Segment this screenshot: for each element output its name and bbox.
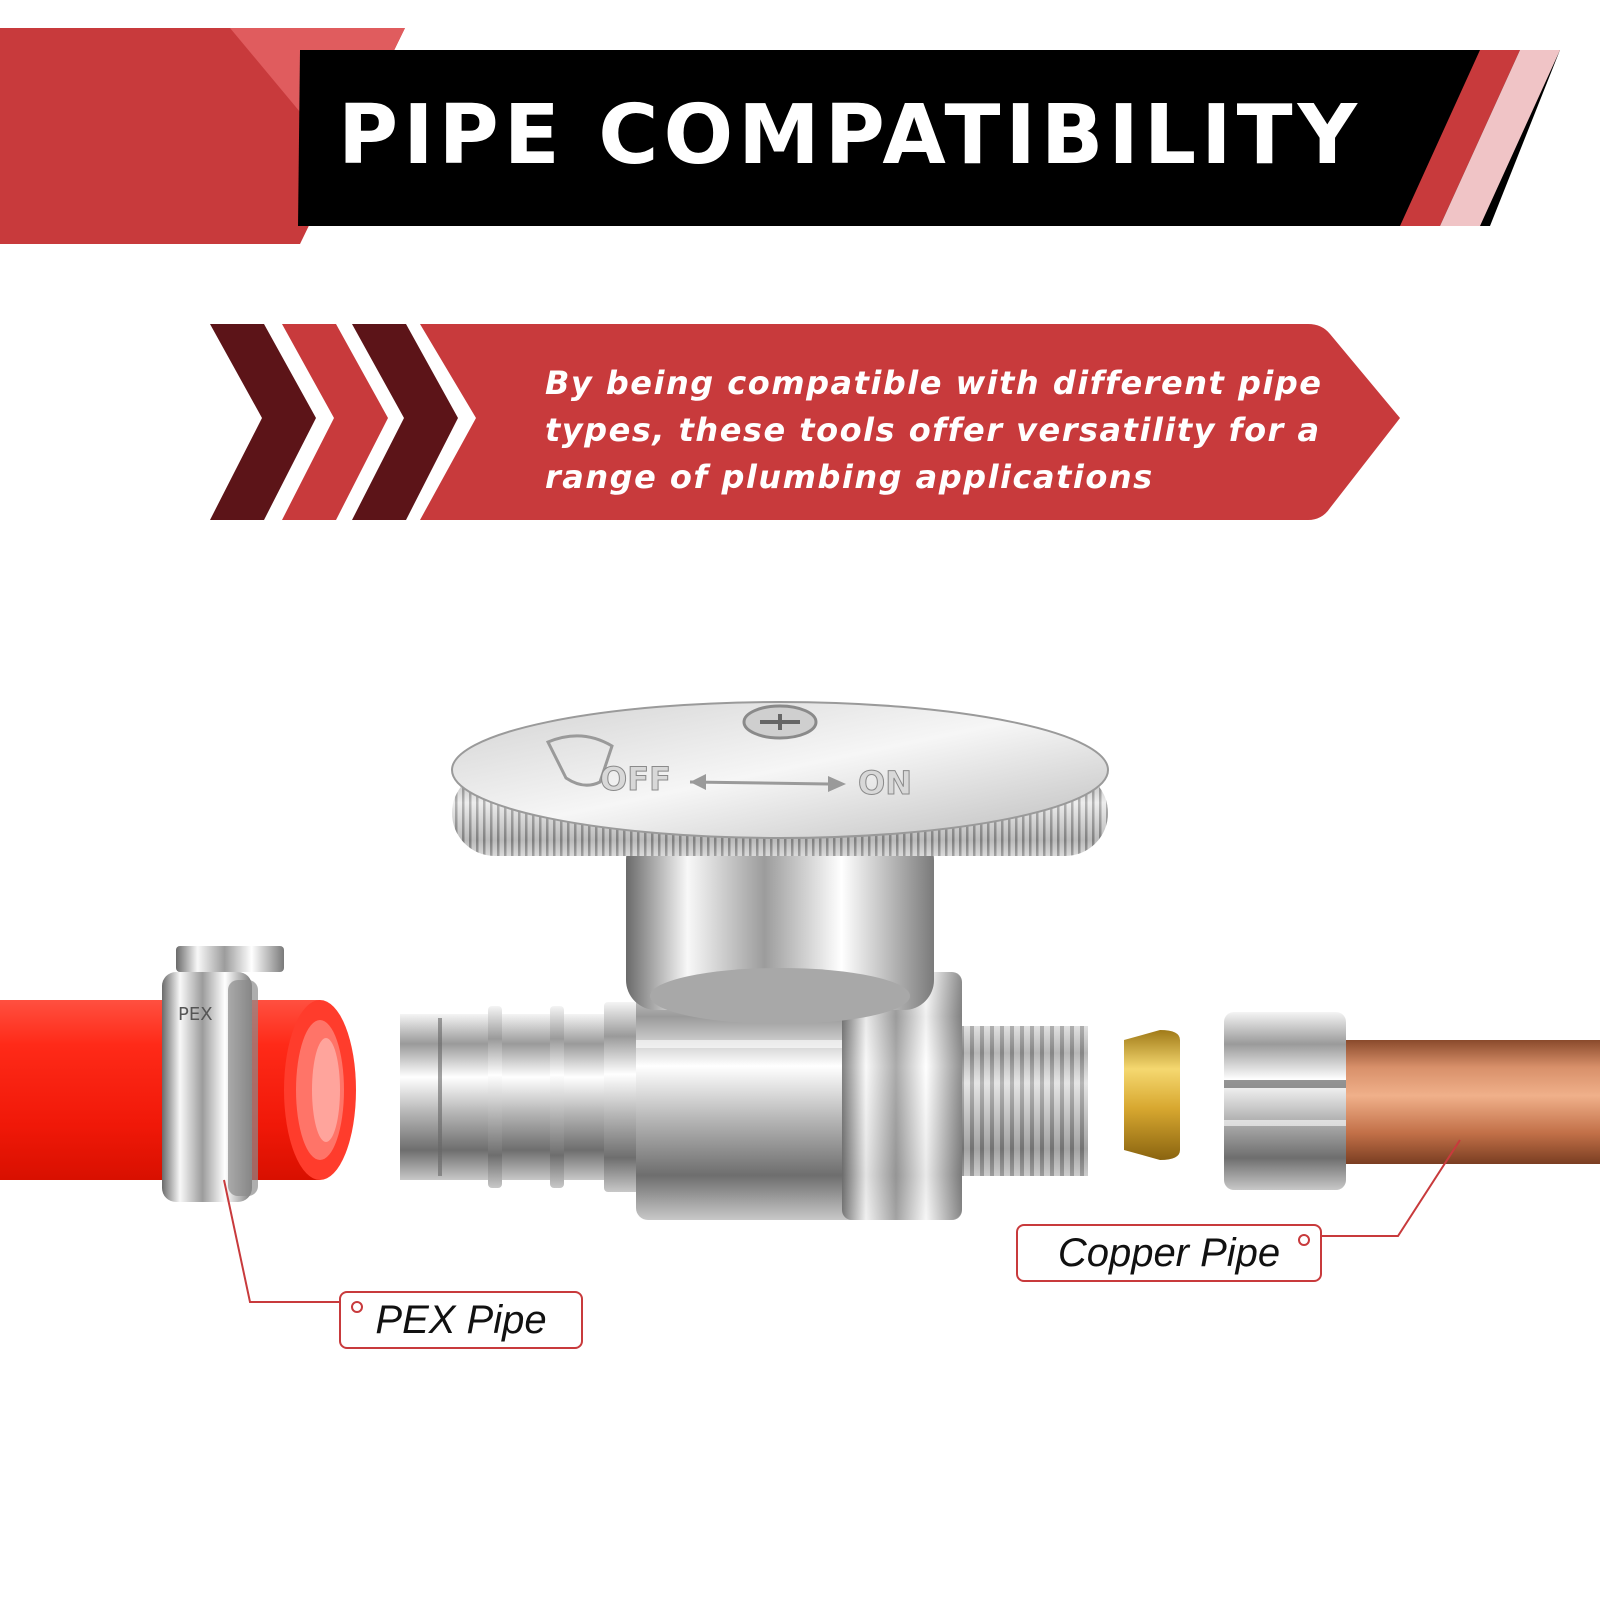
handle-off-label: OFF	[600, 760, 671, 798]
banner-description: By being compatible with different pipe …	[545, 364, 1323, 496]
clamp-marking-text: PEX	[178, 1004, 213, 1025]
handle-on-label: ON	[858, 764, 912, 802]
pex-pipe-callout: PEX Pipe	[339, 1291, 583, 1349]
copper-pipe-label: Copper Pipe	[1057, 1231, 1281, 1275]
page-title: PIPE COMPATIBILITY	[338, 88, 1362, 183]
callout-dot-icon	[351, 1301, 363, 1313]
callout-dot-icon	[1298, 1234, 1310, 1246]
copper-pipe-callout: Copper Pipe	[1016, 1224, 1322, 1282]
pex-pipe-label: PEX Pipe	[375, 1298, 547, 1342]
